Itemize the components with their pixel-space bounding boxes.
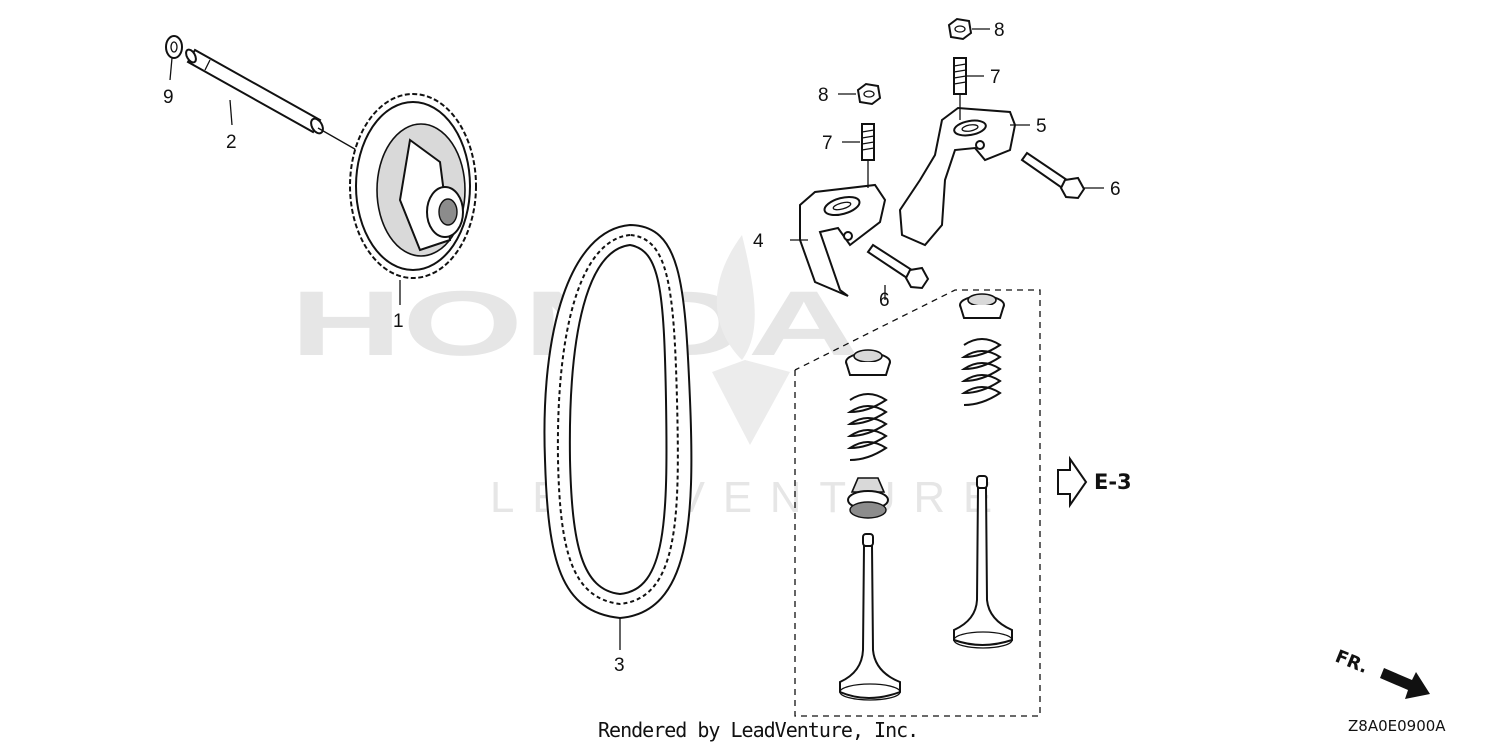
camshaft-pulley-part: [349, 93, 477, 305]
render-credit: Rendered by LeadVenture, Inc.: [598, 718, 919, 742]
callout-camshaft: 2: [226, 132, 237, 153]
callout-rocker-arm-left: 4: [753, 231, 764, 252]
adjusting-screw-left-part: [842, 123, 875, 188]
diagram-code: Z8A0E0900A: [1348, 717, 1446, 735]
callout-washer: 9: [163, 87, 174, 108]
valve-assembly: [794, 289, 1041, 717]
callout-camshaft-pulley: 1: [393, 311, 404, 332]
lock-nut-right-part: [947, 17, 990, 41]
callout-adjusting-screw-left: 7: [822, 133, 833, 154]
callout-rocker-arm-right: 5: [1036, 116, 1047, 137]
lock-nut-left-part: [838, 82, 882, 106]
watermark-flame-icon: [712, 235, 790, 445]
callout-rocker-bolt-right: 6: [1110, 179, 1121, 200]
camshaft-part: [185, 48, 361, 153]
callout-lock-nut-right: 8: [994, 20, 1005, 41]
callout-timing-belt: 3: [614, 655, 625, 676]
rocker-arm-left-part: [790, 183, 887, 297]
callout-labels: 1 2 3 4 5 6 6 7 7 8 8 9: [163, 20, 1121, 676]
timing-belt-part: [543, 223, 693, 650]
rocker-arm-right-part: [898, 106, 1030, 247]
washer-part: [165, 35, 183, 81]
callout-rocker-bolt-left: 6: [879, 290, 890, 311]
callout-lock-nut-left: 8: [818, 85, 829, 106]
rocker-bolt-left-part: [866, 243, 930, 300]
adjusting-screw-right-part: [953, 57, 984, 120]
reference-label: E-3: [1094, 470, 1132, 494]
front-direction-arrow-icon: [1380, 668, 1430, 699]
rocker-bolt-right-part: [1020, 151, 1104, 200]
reference-arrow-icon: [1057, 455, 1088, 509]
callout-adjusting-screw-right: 7: [990, 67, 1001, 88]
